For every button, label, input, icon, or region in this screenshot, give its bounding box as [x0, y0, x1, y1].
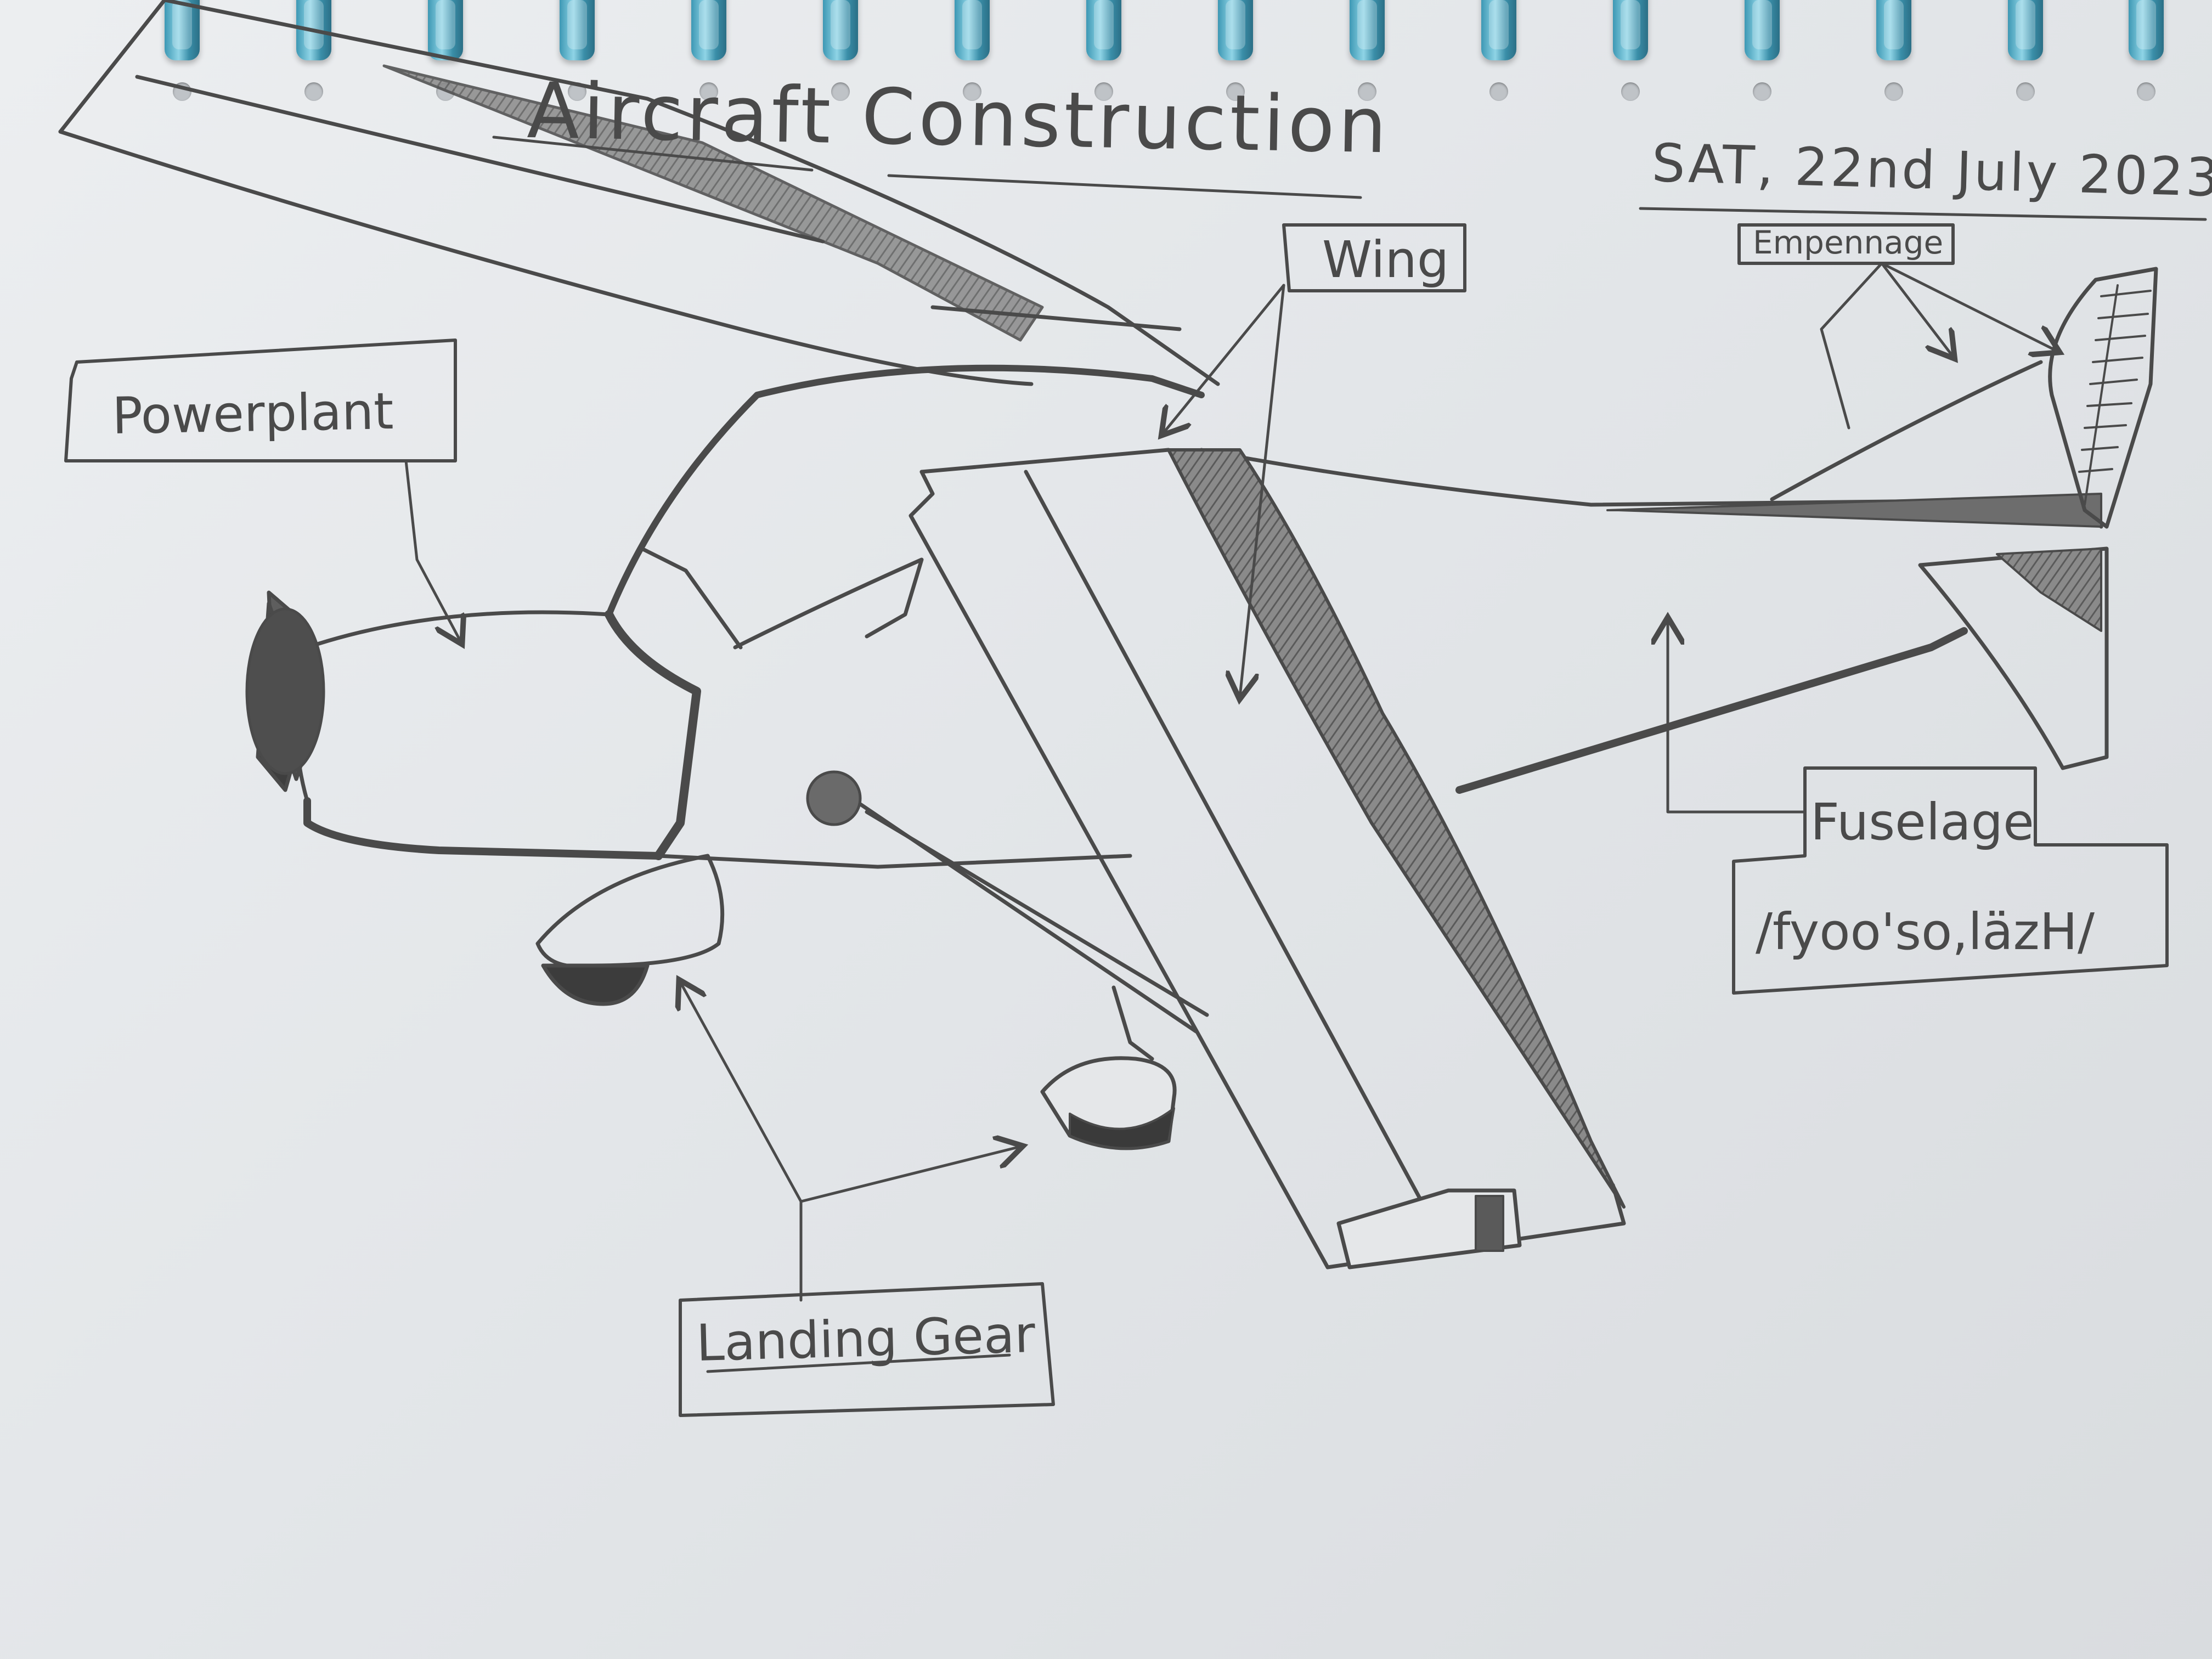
- empennage-label: Empennage: [1753, 224, 1943, 261]
- near-wing: [911, 450, 1624, 1267]
- fuselage-pronunciation: /fyoo'so,läzH/: [1756, 902, 2095, 961]
- landing-gear-label: Landing Gear: [696, 1305, 1036, 1373]
- leader-lines: [406, 263, 2057, 1300]
- powerplant-label: Powerplant: [112, 382, 394, 445]
- propeller: [247, 592, 324, 790]
- landing-gear-drawing: [538, 856, 1175, 1148]
- fuselage-label: Fuselage: [1810, 793, 2034, 851]
- wing-label: Wing: [1322, 230, 1449, 289]
- page-title: Aircraft Construction: [526, 66, 1391, 171]
- page-date: SAT, 22nd July 2023: [1651, 132, 2212, 208]
- upper-wing: [60, 0, 1218, 384]
- wing-strut: [808, 772, 1207, 1031]
